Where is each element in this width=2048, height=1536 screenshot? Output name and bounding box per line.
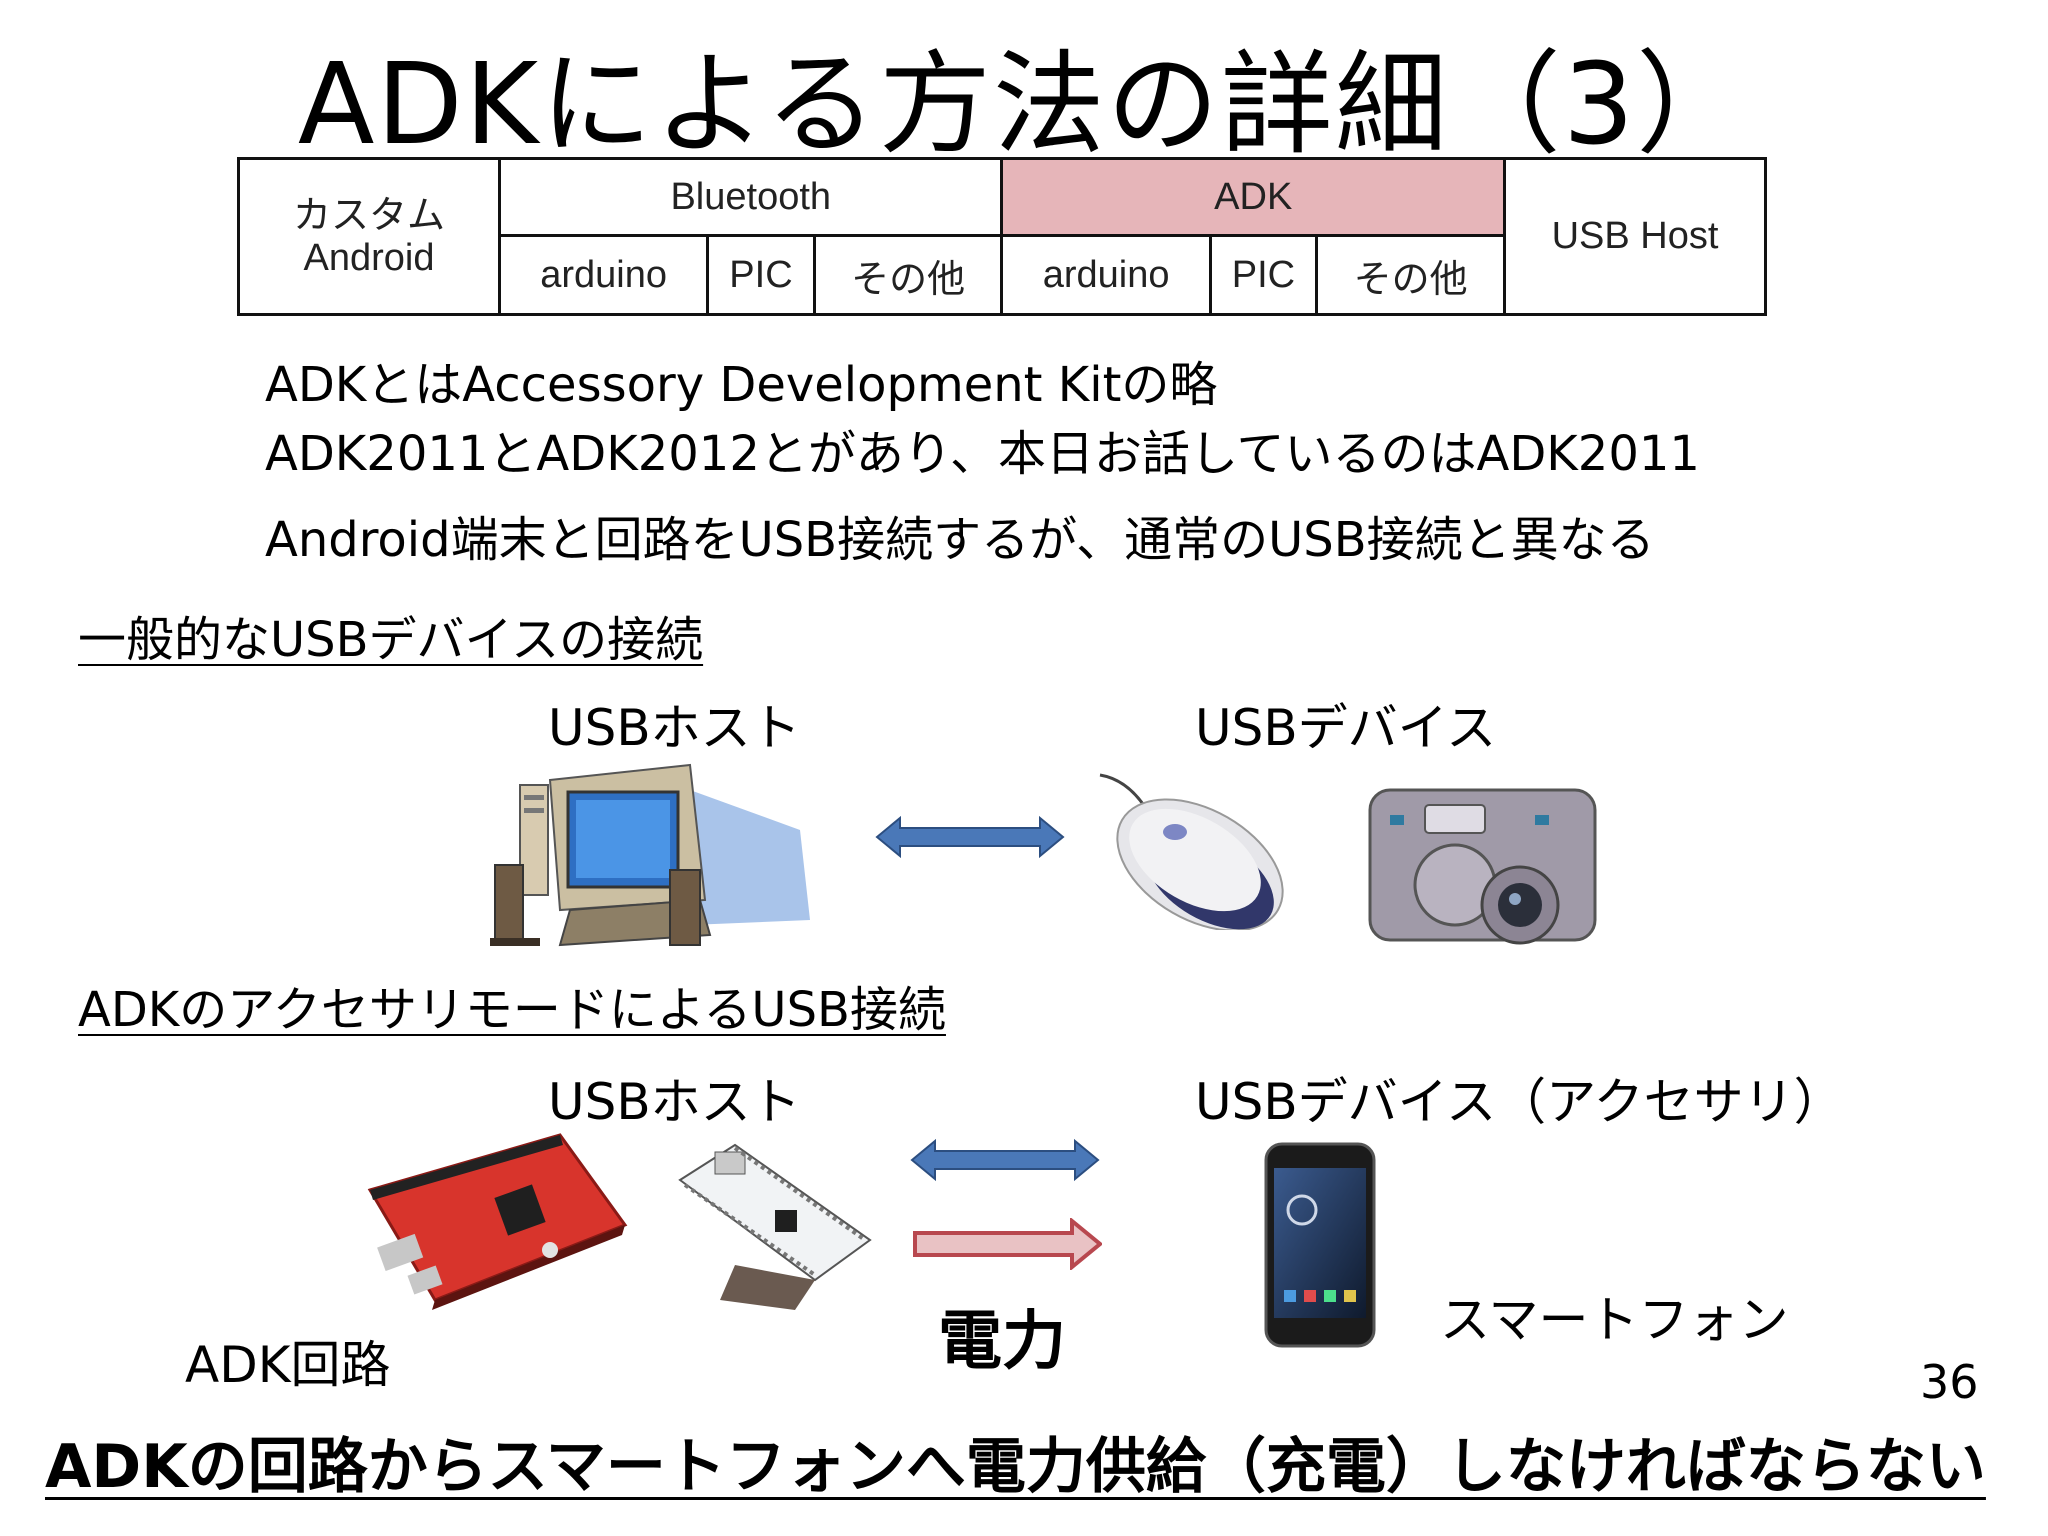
bt-arduino-cell: arduino [497,234,710,316]
smartphone-icon [1264,1142,1376,1348]
power-label: 電力 [938,1305,1066,1379]
camera-icon [1368,788,1597,945]
section2-heading: ADKのアクセサリモードによるUSB接続 [78,982,946,1038]
smartphone-label: スマートフォン [1440,1291,1789,1349]
adk-header: ADK [1000,157,1506,237]
bluetooth-header: Bluetooth [497,157,1004,237]
line-1: ADKとはAccessory Development Kitの略 [265,357,1218,413]
adk-circuit-label: ADK回路 [185,1336,391,1394]
bt-pic-cell: PIC [706,234,816,316]
data-arrow-2 [910,1138,1100,1182]
mouse-icon [1099,773,1284,930]
section2-host-label: USBホスト [548,1073,801,1131]
category-table: カスタム Android Bluetooth ADK USB Host ardu… [237,157,1767,316]
custom-android-cell: カスタム Android [237,157,501,316]
adk-other-cell: その他 [1315,234,1506,316]
section1-heading: 一般的なUSBデバイスの接続 [78,612,704,668]
slide-title: ADKによる方法の詳細（3） [297,40,1751,170]
android-label: Android [303,236,435,279]
line-3: Android端末と回路をUSB接続するが、通常のUSB接続と異なる [265,512,1655,568]
pc-icon [490,763,810,947]
line-2: ADK2011とADK2012とがあり、本日お話しているのはADK2011 [265,426,1700,482]
adk-board-icon [367,1133,628,1310]
power-arrow [913,1218,1102,1270]
pic-board-icon [678,1143,872,1310]
adk-pic-cell: PIC [1208,234,1319,316]
section2-device-label: USBデバイス（アクセサリ） [1195,1073,1844,1131]
footer-statement: ADKの回路からスマートフォンへ電力供給（充電）しなければならない [45,1432,1986,1502]
adk-arduino-cell: arduino [1000,234,1212,316]
section1-device-label: USBデバイス [1195,699,1497,757]
usb-host-cell: USB Host [1503,157,1767,316]
data-arrow-1 [875,815,1065,859]
bt-other-cell: その他 [812,234,1004,316]
page-number: 36 [1920,1355,1979,1409]
custom-label: カスタム [292,194,445,237]
section1-host-label: USBホスト [548,699,801,757]
